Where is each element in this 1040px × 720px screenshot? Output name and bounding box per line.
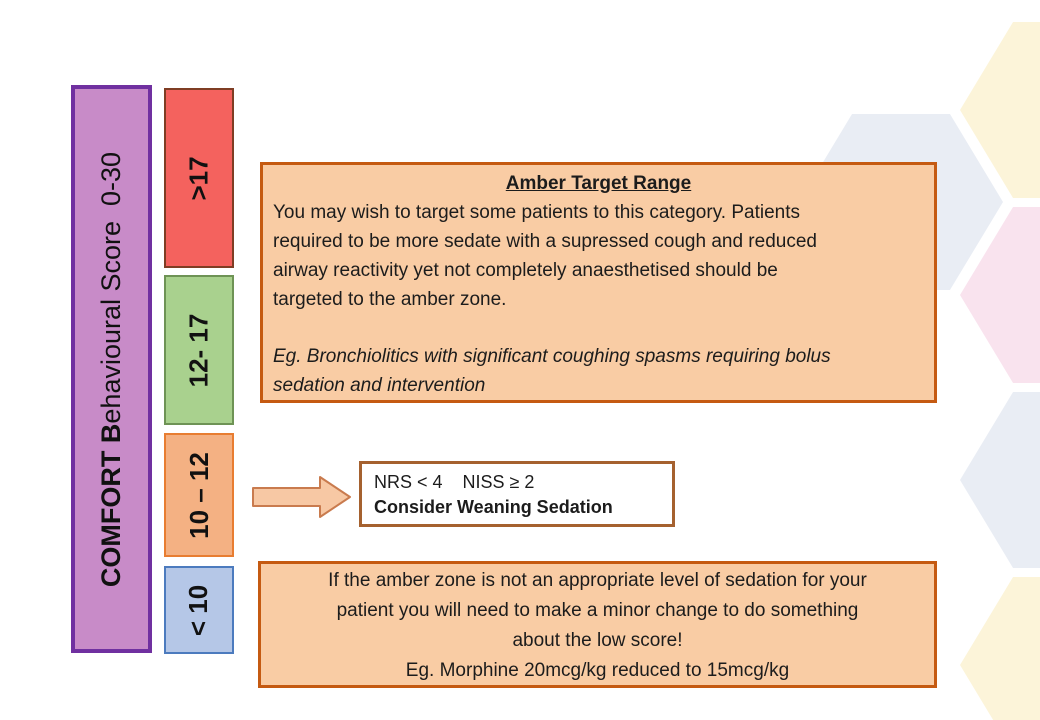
comfort-scale-bar: COMFORT Behavioural Score 0-30 [71,85,152,653]
amber-box-title: Amber Target Range [505,173,692,194]
score-range-below-10: < 10 [164,566,234,654]
score-range-below-10-label: < 10 [183,584,214,636]
weaning-criteria-box: NRS < 4 NISS ≥ 2 Consider Weaning Sedati… [359,461,675,527]
comfort-scale-label-bold: COMFORT B [96,423,126,587]
amber-target-range-box: Amber Target Range You may wish to targe… [260,162,937,403]
amber-box-body: You may wish to target some patients to … [273,202,817,310]
weaning-criteria-text: NRS < 4 NISS ≥ 2 [374,472,535,492]
low-score-advice-box: If the amber zone is not an appropriate … [258,561,937,688]
comfort-scale-label: COMFORT Behavioural Score 0-30 [96,151,127,586]
comfort-scale-label-rest: ehavioural Score 0-30 [96,151,126,424]
score-range-12-17-label: 12- 17 [183,313,214,387]
right-arrow-icon [252,476,351,518]
score-range-above-17-label: >17 [183,155,214,201]
score-range-10-12-label: 10 – 12 [183,451,214,539]
score-range-above-17: >17 [164,88,234,268]
amber-box-example: Eg. Bronchiolitics with significant coug… [273,346,831,396]
score-range-12-17: 12- 17 [164,275,234,425]
weaning-action-text: Consider Weaning Sedation [374,497,613,517]
score-range-10-12: 10 – 12 [164,433,234,557]
